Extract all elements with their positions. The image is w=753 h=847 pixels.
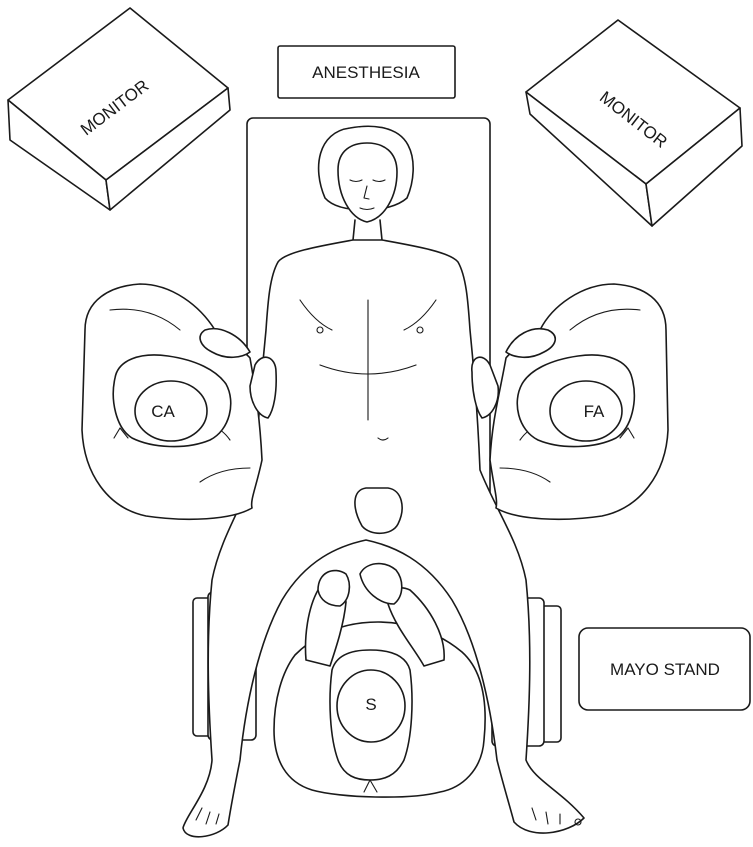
camera-assistant-label: CA xyxy=(151,402,175,421)
first-assistant: FA xyxy=(472,284,668,519)
monitor-left: MONITOR xyxy=(8,8,230,210)
mayo-stand-label: MAYO STAND xyxy=(610,660,720,679)
mayo-stand: MAYO STAND xyxy=(579,628,750,710)
anesthesia-label: ANESTHESIA xyxy=(312,63,420,82)
surgeon-label: S xyxy=(365,695,376,714)
monitor-right: MONITOR xyxy=(526,20,742,226)
first-assistant-label: FA xyxy=(584,402,605,421)
anesthesia-station: ANESTHESIA xyxy=(278,46,455,98)
